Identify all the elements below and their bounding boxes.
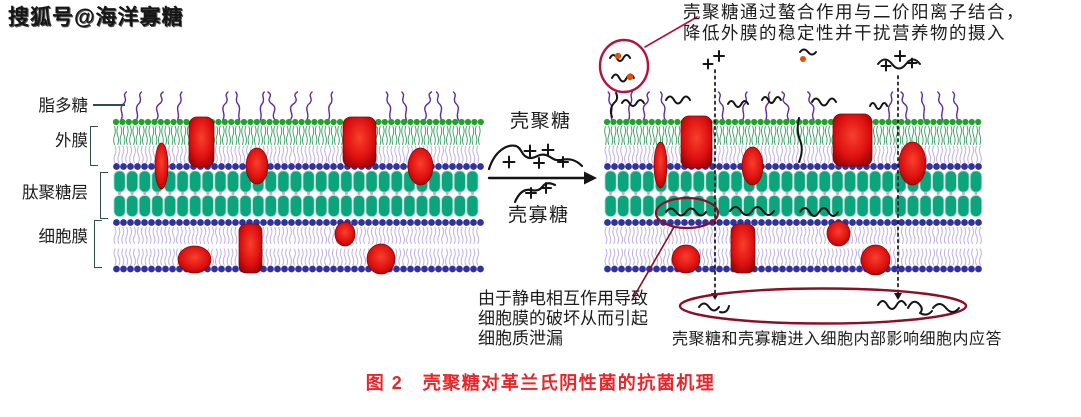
annotation-electrostatic: 由于静电相互作用导致 细胞膜的破坏从而引起 细胞质泄漏: [478, 289, 648, 349]
annotation-electrostatic-line2: 细胞膜的破坏从而引起: [478, 309, 648, 328]
outer-membrane-bracket: [90, 126, 98, 166]
label-peptidoglycan-layer: 肽聚糖层: [22, 183, 88, 202]
label-lipopolysaccharide: 脂多糖: [38, 96, 89, 115]
annotation-chelation-line1: 壳聚糖通过螯合作用与二价阳离子结合，: [683, 2, 1025, 22]
watermark: 搜狐号@海洋寡糖: [8, 6, 184, 29]
annotation-chelation-line2: 降低外膜的稳定性并干扰营养物的摄入: [683, 23, 1006, 43]
annotation-intracellular: 壳聚糖和壳寡糖进入细胞内部影响细胞内应答: [672, 331, 1003, 348]
annotation-electrostatic-line1: 由于静电相互作用导致: [478, 289, 648, 308]
peptidoglycan-bracket: [100, 172, 108, 219]
cell-membrane-bracket: [94, 220, 102, 268]
arrow-label-chitosan: 壳聚糖: [510, 111, 572, 132]
figure-caption: 图 2 壳聚糖对革兰氏阴性菌的抗菌机理: [365, 373, 716, 393]
lipopolysaccharide-pointer-dash: [93, 104, 125, 106]
label-outer-membrane: 外膜: [55, 131, 88, 150]
annotation-chelation: 壳聚糖通过螯合作用与二价阳离子结合， 降低外膜的稳定性并干扰营养物的摄入: [683, 2, 1025, 44]
arrow-label-chitooligosaccharide: 壳寡糖: [508, 205, 570, 226]
annotation-electrostatic-line3: 细胞质泄漏: [478, 329, 563, 348]
label-cell-membrane: 细胞膜: [38, 227, 89, 246]
